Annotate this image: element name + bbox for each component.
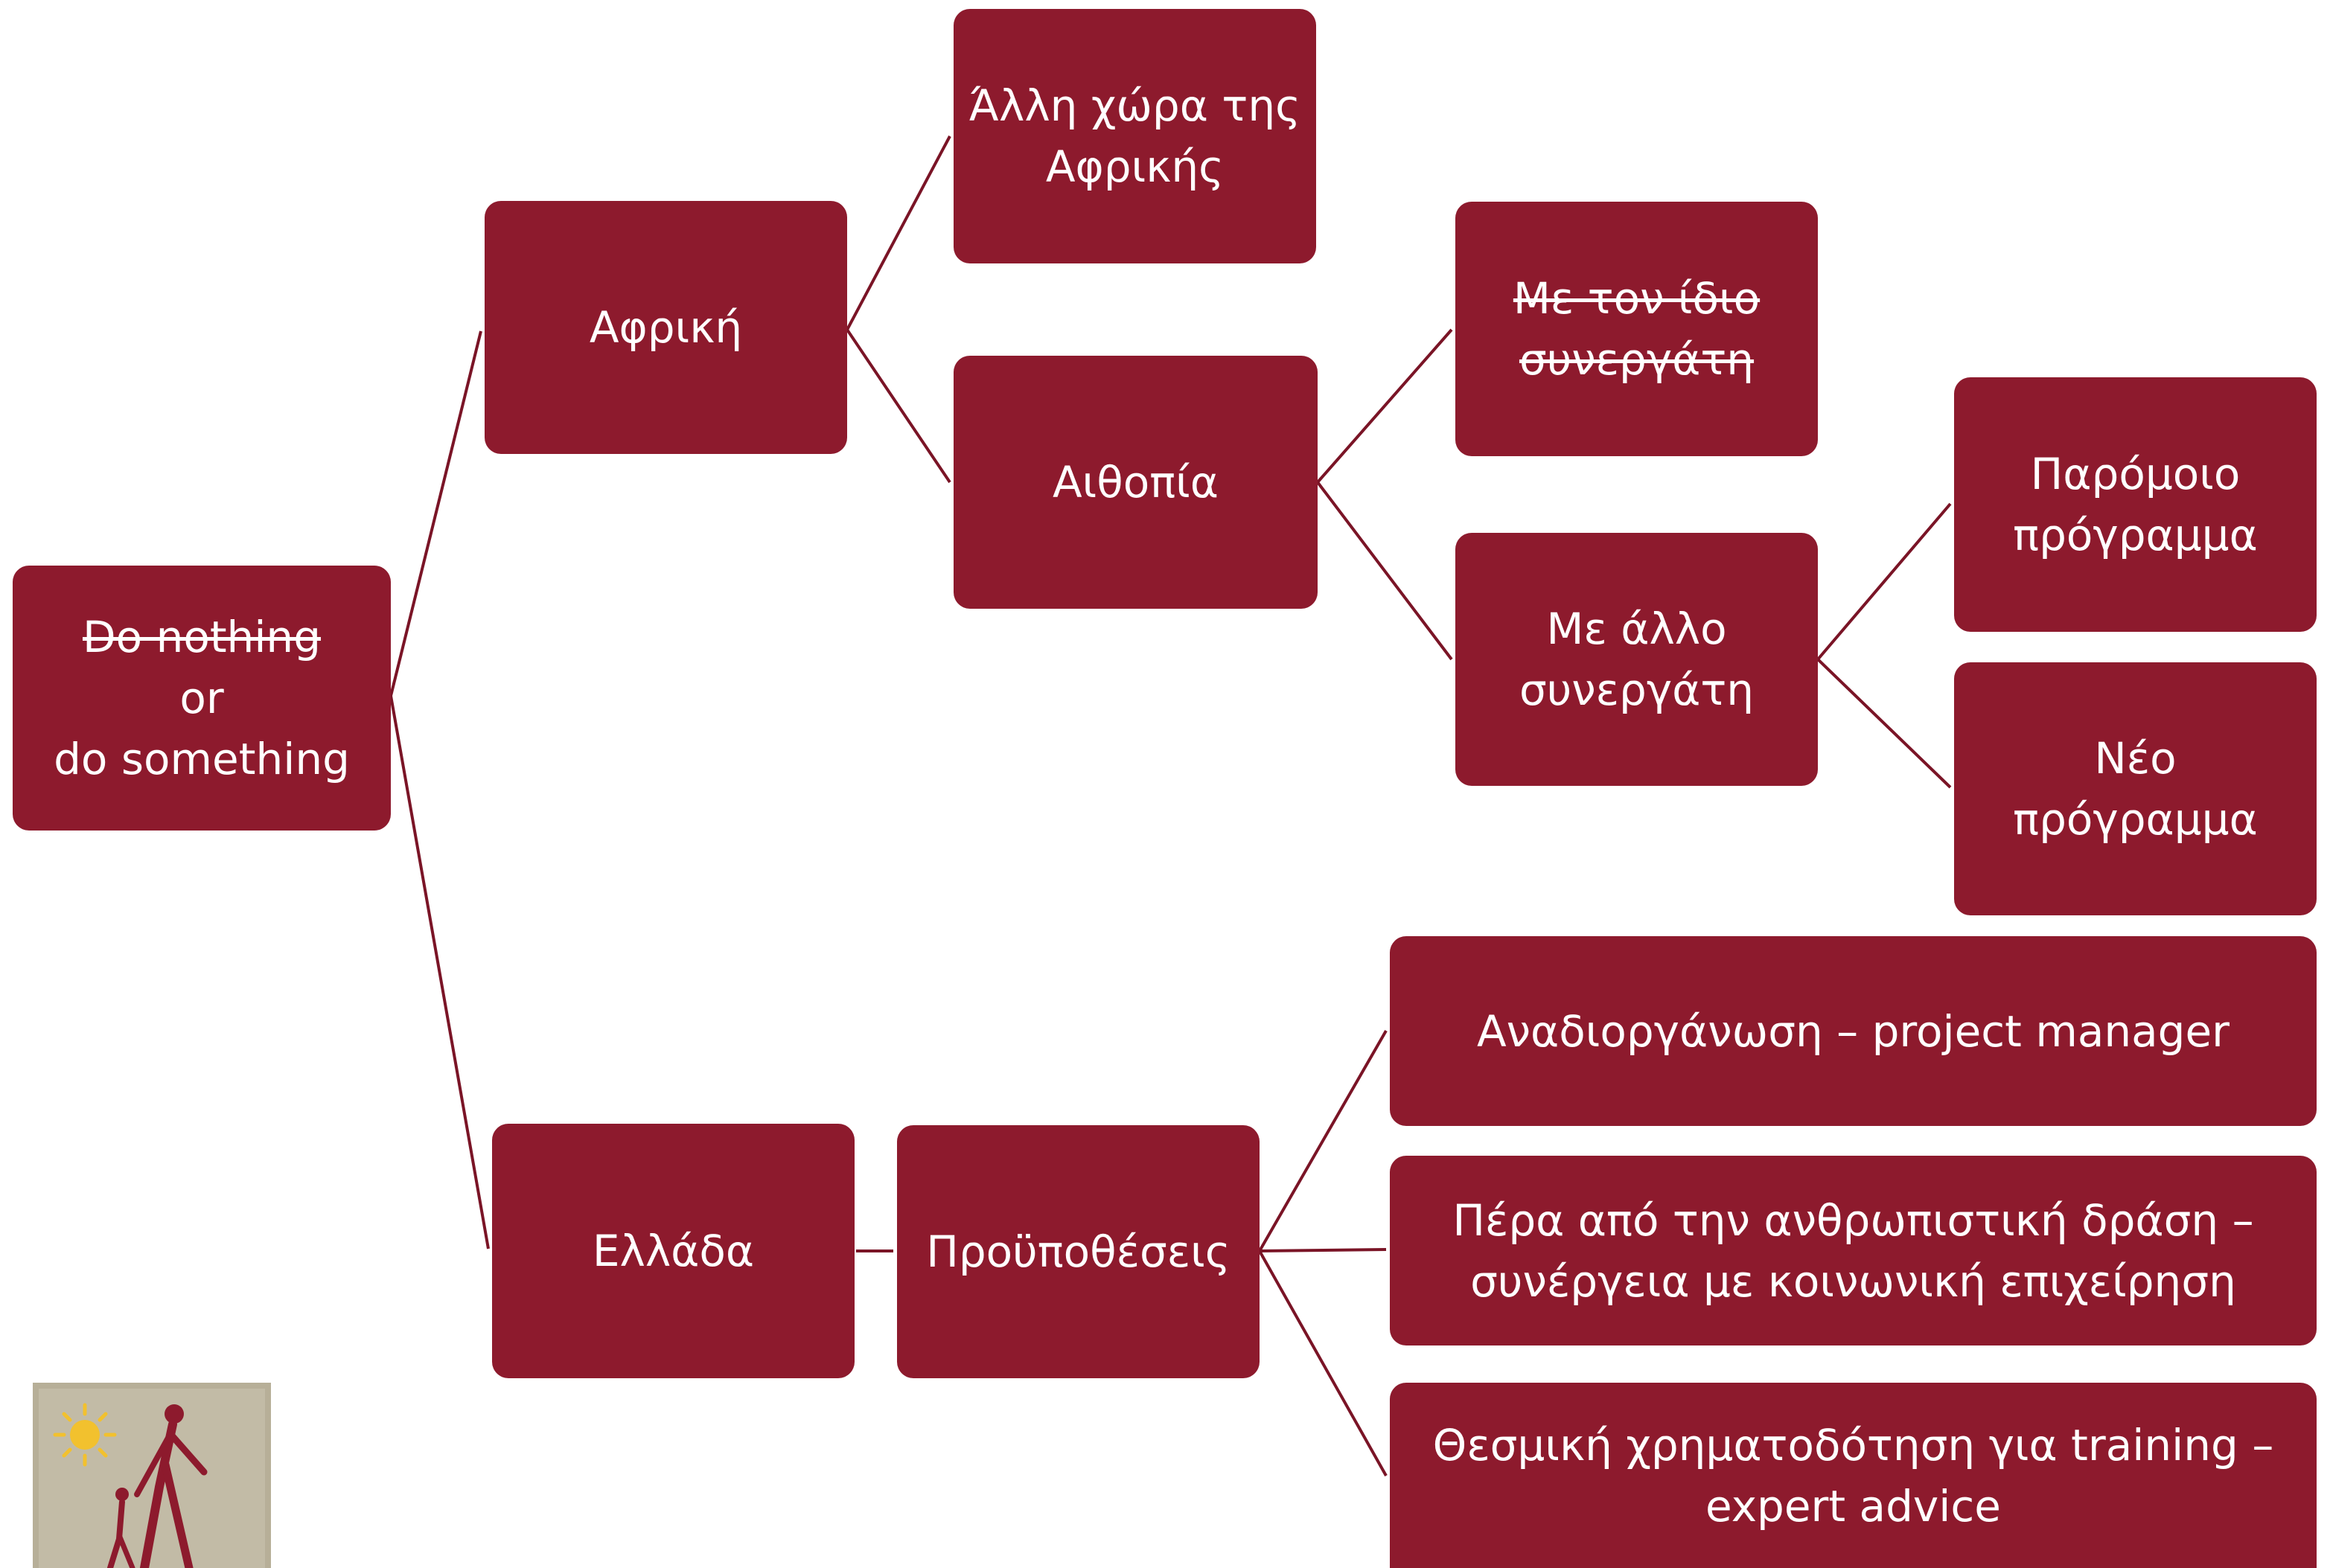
node-institutional-funding: Θεσμική χρηματοδότηση για training – exp… [1390, 1383, 2317, 1568]
node-text: πρόγραμμα [2013, 794, 2258, 845]
node-text: Άλλη χώρα της [968, 80, 1301, 131]
node-text: Με άλλο [1546, 604, 1727, 654]
node-text: Αφρικής [1045, 141, 1225, 192]
connector-africa-ethiopia [846, 328, 951, 484]
node-text: or [179, 673, 224, 723]
node-text: συνέργεια με κοινωνική επιχείρηση [1470, 1255, 2236, 1307]
node-africa: Αφρική [485, 201, 847, 454]
connector-prerequisites-beyond [1259, 1248, 1387, 1252]
node-prerequisites: Προϋποθέσεις [897, 1125, 1260, 1378]
connector-ethiopia-same-partner [1316, 328, 1453, 484]
node-text: Αιθοπία [1052, 457, 1219, 508]
connector-root-africa [389, 330, 482, 697]
node-greece: Ελλάδα [492, 1124, 855, 1378]
node-beyond-humanitarian-action: Πέρα από την ανθρωπιστική δράση – συνέργ… [1390, 1156, 2317, 1345]
connector-ethiopia-other-partner [1316, 481, 1453, 661]
node-text: Ελλάδα [592, 1226, 755, 1276]
node-text: do something [54, 734, 350, 784]
walking-figures-icon [107, 1404, 208, 1568]
node-reorganization: Αναδιοργάνωση – project manager [1390, 936, 2317, 1126]
node-text: Προϋποθέσεις [926, 1226, 1231, 1277]
node-text: Παρόμοιο [2030, 449, 2241, 499]
node-text: expert advice [1705, 1480, 2001, 1532]
node-same-partner: Με τον ίδιο συνεργάτη [1455, 202, 1818, 456]
node-text: Πέρα από την ανθρωπιστική δράση – [1452, 1194, 2254, 1246]
node-text: Αναδιοργάνωση – project manager [1476, 1005, 2230, 1057]
connector-other-partner-new [1816, 658, 1952, 789]
node-text-struck: συνεργάτη [1519, 334, 1755, 385]
connector-other-partner-similar [1816, 502, 1952, 661]
node-text-struck: Do nothing [82, 612, 322, 662]
node-text: Νέο [2094, 733, 2177, 784]
node-text: Αφρική [589, 302, 743, 353]
node-other-african-country: Άλλη χώρα της Αφρικής [954, 9, 1316, 263]
node-text: συνεργάτη [1519, 665, 1755, 715]
connector-africa-other-country [846, 135, 951, 330]
node-text: πρόγραμμα [2013, 510, 2258, 560]
node-other-partner: Με άλλο συνεργάτη [1455, 533, 1818, 786]
walking-figures-sun-logo [33, 1383, 271, 1568]
connector-root-greece [389, 695, 490, 1249]
node-similar-program: Παρόμοιο πρόγραμμα [1954, 377, 2317, 632]
node-do-nothing-or-do-something: Do nothing or do something [13, 566, 391, 831]
node-text-struck: Με τον ίδιο [1513, 273, 1761, 324]
node-text: Θεσμική χρηματοδότηση για training – [1432, 1419, 2274, 1471]
connector-prerequisites-reorganization [1258, 1030, 1388, 1252]
sun-icon [53, 1403, 117, 1467]
node-ethiopia: Αιθοπία [954, 356, 1318, 609]
connector-prerequisites-funding [1258, 1250, 1388, 1476]
node-new-program: Νέο πρόγραμμα [1954, 662, 2317, 915]
